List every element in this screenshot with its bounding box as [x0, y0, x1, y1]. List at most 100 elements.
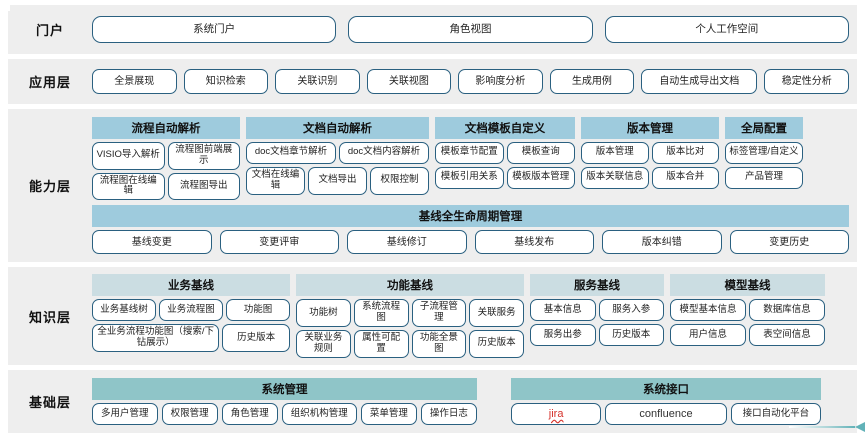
knowledge-item-1-0-0[interactable]: 功能树: [296, 299, 351, 327]
capability-item-3-1-1[interactable]: 版本合并: [651, 166, 719, 189]
knowledge-item-1-1-2[interactable]: 功能全景图: [411, 330, 467, 358]
knowledge-group-0: 业务基线业务基线树业务流程图功能图全业务流程功能图（搜索/下钻展示）历史版本: [92, 274, 290, 352]
knowledge-item-0-0-1[interactable]: 业务流程图: [159, 299, 223, 322]
lifecycle-item-2[interactable]: 基线修订: [347, 230, 467, 255]
knowledge-body: 业务基线业务基线树业务流程图功能图全业务流程功能图（搜索/下钻展示）历史版本功能…: [92, 269, 857, 363]
foundation-item-0-4[interactable]: 菜单管理: [360, 403, 417, 425]
capability-item-1-1-2[interactable]: 权限控制: [370, 166, 429, 195]
knowledge-group-3-row-0: 模型基本信息数据库信息: [670, 299, 825, 322]
knowledge-item-2-1-0[interactable]: 服务出参: [530, 324, 596, 347]
knowledge-item-3-1-0[interactable]: 用户信息: [670, 324, 746, 347]
application-item-1[interactable]: 知识检索: [183, 69, 269, 94]
layer-application: 应用层 全景展现知识检索关联识别关联视图影响度分析生成用例自动生成导出文档稳定性…: [8, 59, 857, 104]
knowledge-item-1-1-1[interactable]: 属性可配置: [353, 330, 409, 358]
capability-item-1-0-0[interactable]: doc文档章节解析: [246, 141, 336, 164]
layer-label-knowledge: 知识层: [28, 309, 71, 325]
foundation-item-0-5[interactable]: 操作日志: [420, 403, 477, 425]
capability-group-3-row-1: 版本关联信息版本合并: [581, 166, 719, 189]
lifecycle-item-3[interactable]: 基线发布: [474, 230, 594, 255]
knowledge-item-0-0-0[interactable]: 业务基线树: [92, 299, 156, 322]
knowledge-group-0-row-0: 业务基线树业务流程图功能图: [92, 299, 290, 322]
portal-items: 系统门户角色视图个人工作空间: [92, 16, 849, 43]
foundation-group-0-items: 多用户管理权限管理角色管理组织机构管理菜单管理操作日志: [92, 403, 477, 425]
knowledge-item-0-0-2[interactable]: 功能图: [226, 299, 290, 322]
knowledge-item-1-0-1[interactable]: 系统流程图: [353, 299, 409, 327]
capability-item-4-0-0[interactable]: 标签管理/自定义: [725, 141, 803, 164]
application-item-3[interactable]: 关联视图: [366, 69, 452, 94]
capability-group-3: 版本管理版本管理版本比对版本关联信息版本合并: [581, 116, 719, 189]
knowledge-item-2-1-1[interactable]: 历史版本: [598, 324, 664, 347]
portal-body: 系统门户角色视图个人工作空间: [92, 11, 857, 48]
knowledge-item-2-0-0[interactable]: 基本信息: [530, 299, 596, 322]
portal-item-0[interactable]: 系统门户: [92, 16, 337, 43]
layer-label-capability: 能力层: [28, 179, 71, 194]
capability-item-1-1-0[interactable]: 文档在线编辑: [246, 166, 305, 195]
knowledge-item-1-0-2[interactable]: 子流程管理: [411, 299, 467, 327]
application-item-5[interactable]: 生成用例: [549, 69, 635, 94]
lifecycle-item-1[interactable]: 变更评审: [219, 230, 339, 255]
lifecycle-item-5[interactable]: 变更历史: [729, 230, 849, 255]
knowledge-group-1-row-1: 关联业务规则属性可配置功能全景图历史版本: [296, 330, 524, 358]
capability-item-0-0-1[interactable]: 流程图前端展示: [167, 141, 240, 170]
capability-group-3-row-0: 版本管理版本比对: [581, 141, 719, 164]
capability-item-2-1-1[interactable]: 模板版本管理: [506, 166, 575, 189]
capability-item-0-0-0[interactable]: VISIO导入解析: [92, 141, 165, 170]
portal-item-2[interactable]: 个人工作空间: [604, 16, 849, 43]
knowledge-group-title-0: 业务基线: [92, 274, 290, 297]
capability-group-2-row-1: 模板引用关系模板版本管理: [435, 166, 575, 189]
knowledge-item-3-0-1[interactable]: 数据库信息: [749, 299, 825, 322]
application-body: 全景展现知识检索关联识别关联视图影响度分析生成用例自动生成导出文档稳定性分析: [92, 64, 857, 99]
capability-item-1-0-1[interactable]: doc文档内容解析: [339, 141, 429, 164]
top-left-nick: [0, 5, 10, 11]
application-item-0[interactable]: 全景展现: [92, 69, 177, 94]
capability-item-2-0-0[interactable]: 模板章节配置: [435, 141, 504, 164]
knowledge-item-1-1-3[interactable]: 历史版本: [469, 330, 524, 358]
lifecycle-items: 基线变更变更评审基线修订基线发布版本纠错变更历史: [92, 230, 849, 255]
knowledge-item-3-1-1[interactable]: 表空间信息: [749, 324, 825, 347]
capability-item-2-0-1[interactable]: 模板查询: [506, 141, 575, 164]
capability-item-3-1-0[interactable]: 版本关联信息: [581, 166, 649, 189]
knowledge-group-2-row-1: 服务出参历史版本: [530, 324, 664, 347]
capability-group-0-row-1: 流程图在线编辑流程图导出: [92, 172, 240, 201]
capability-group-2: 文档模板自定义模板章节配置模板查询模板引用关系模板版本管理: [435, 116, 575, 189]
capability-group-4-row-1: 产品管理: [725, 166, 803, 189]
capability-item-3-0-1[interactable]: 版本比对: [651, 141, 719, 164]
capability-item-4-1-0[interactable]: 产品管理: [725, 166, 803, 189]
knowledge-group-1: 功能基线功能树系统流程图子流程管理关联服务关联业务规则属性可配置功能全景图历史版…: [296, 274, 524, 358]
knowledge-item-1-1-0[interactable]: 关联业务规则: [296, 330, 351, 358]
application-item-2[interactable]: 关联识别: [275, 69, 360, 94]
foundation-item-0-0[interactable]: 多用户管理: [92, 403, 158, 425]
capability-group-2-row-0: 模板章节配置模板查询: [435, 141, 575, 164]
foundation-item-0-3[interactable]: 组织机构管理: [281, 403, 357, 425]
knowledge-item-3-0-0[interactable]: 模型基本信息: [670, 299, 746, 322]
capability-item-3-0-0[interactable]: 版本管理: [581, 141, 649, 164]
capability-item-0-1-0[interactable]: 流程图在线编辑: [92, 172, 165, 201]
capability-item-0-1-1[interactable]: 流程图导出: [167, 172, 240, 201]
capability-item-2-1-0[interactable]: 模板引用关系: [435, 166, 504, 189]
lifecycle-item-0[interactable]: 基线变更: [92, 230, 212, 255]
foundation-item-0-1[interactable]: 权限管理: [161, 403, 218, 425]
knowledge-group-1-row-0: 功能树系统流程图子流程管理关联服务: [296, 299, 524, 327]
knowledge-item-0-1-1[interactable]: 历史版本: [222, 324, 290, 352]
knowledge-item-1-0-3[interactable]: 关联服务: [469, 299, 524, 327]
foundation-item-confluence[interactable]: confluence: [605, 403, 727, 425]
lifecycle-item-4[interactable]: 版本纠错: [602, 230, 722, 255]
portal-item-1[interactable]: 角色视图: [348, 16, 593, 43]
foundation-item-0-2[interactable]: 角色管理: [221, 403, 278, 425]
application-item-4[interactable]: 影响度分析: [458, 69, 543, 94]
foundation-group-title-0: 系统管理: [92, 378, 477, 400]
application-item-6[interactable]: 自动生成导出文档: [641, 69, 758, 94]
foundation-item-1-2[interactable]: 接口自动化平台: [730, 403, 821, 425]
foundation-item-jira[interactable]: jira: [511, 403, 602, 425]
knowledge-item-2-0-1[interactable]: 服务入参: [598, 299, 664, 322]
capability-group-title-0: 流程自动解析: [92, 116, 240, 139]
capability-group-title-2: 文档模板自定义: [435, 116, 575, 139]
capability-item-1-1-1[interactable]: 文档导出: [308, 166, 367, 195]
knowledge-item-0-1-0[interactable]: 全业务流程功能图（搜索/下钻展示）: [92, 324, 220, 352]
layer-label-portal: 门户: [35, 23, 64, 38]
application-item-7[interactable]: 稳定性分析: [764, 69, 849, 94]
